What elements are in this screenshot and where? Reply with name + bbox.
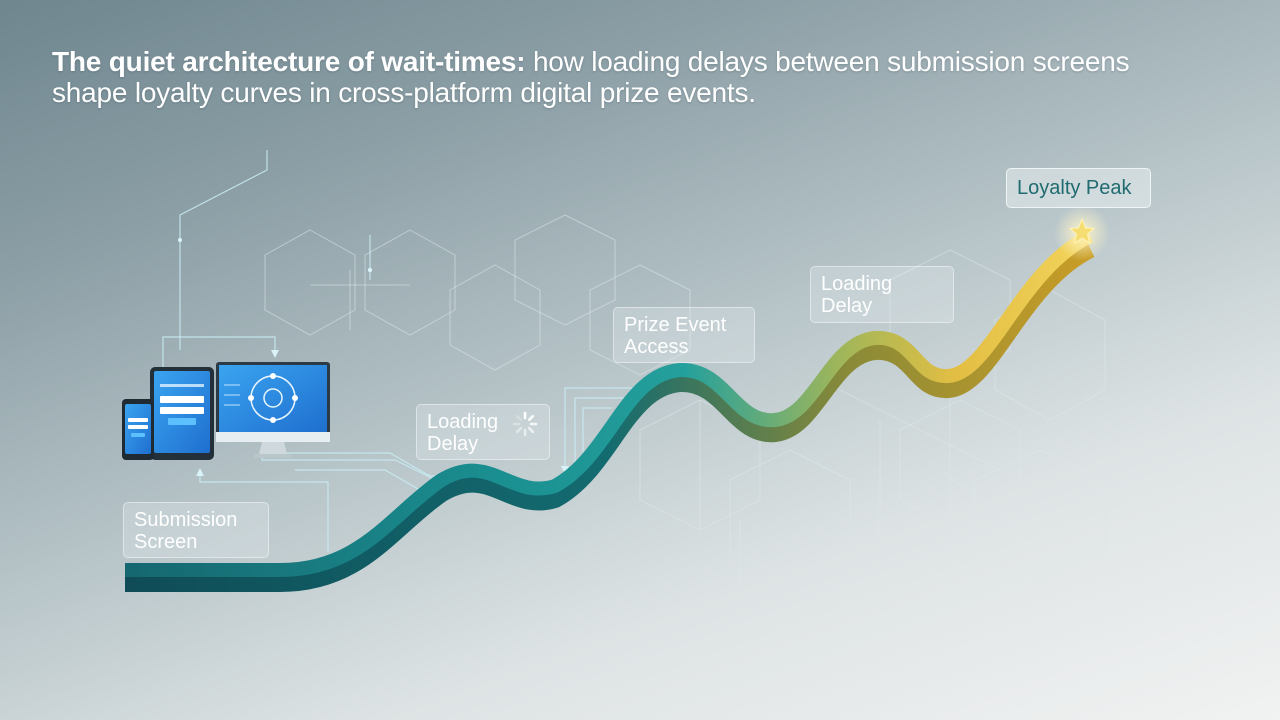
loyalty-curve-depth: [125, 239, 1095, 592]
label-submission-screen: Submission Screen: [123, 502, 269, 558]
background-wireframe: [264, 214, 1106, 600]
circuit-lines: [162, 150, 660, 552]
label-loading-delay-2: Loading Delay: [810, 266, 954, 323]
label-prize-event-access: Prize Event Access: [613, 307, 755, 363]
title-rest: how loading delays between submission sc…: [52, 46, 1130, 108]
loyalty-curve-top: [125, 229, 1094, 577]
label-loading-delay-1: Loading Delay: [416, 404, 550, 460]
label-loyalty-peak: Loyalty Peak: [1006, 168, 1151, 208]
devices-illustration: [122, 362, 330, 460]
page-title: The quiet architecture of wait-times: ho…: [52, 46, 1152, 108]
monitor-icon: [216, 362, 330, 458]
title-bold: The quiet architecture of wait-times:: [52, 46, 526, 77]
loading-spinner-icon: [512, 411, 538, 437]
star-icon: [1068, 217, 1096, 245]
phone-icon: [122, 399, 154, 460]
loyalty-curve: [125, 229, 1095, 592]
tablet-icon: [150, 367, 214, 460]
